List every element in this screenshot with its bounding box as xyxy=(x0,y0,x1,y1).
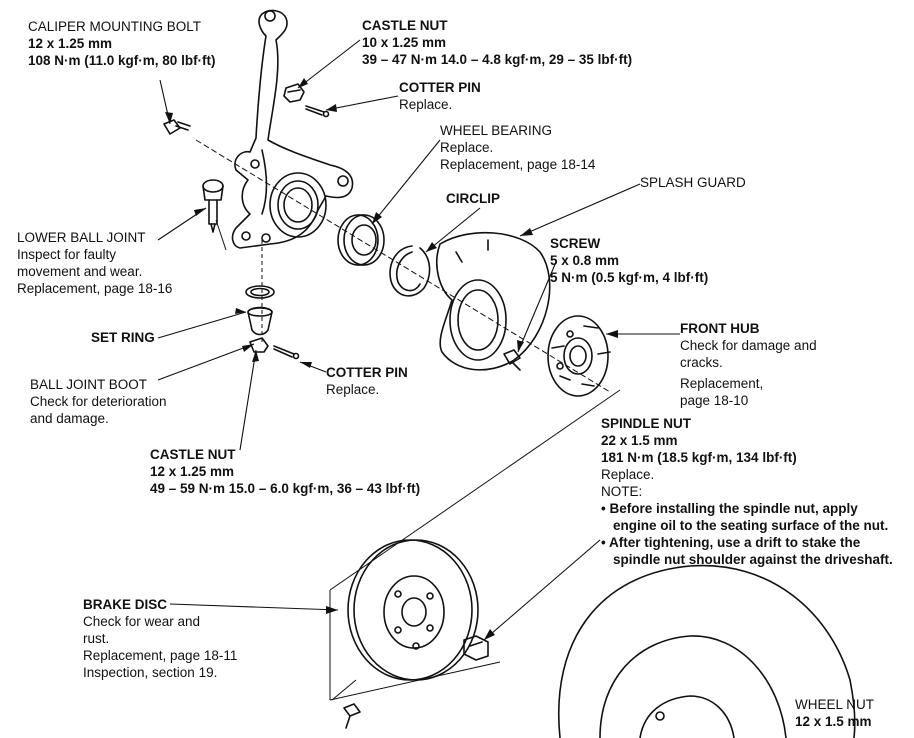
brake-disc-line2: rust. xyxy=(83,631,110,646)
cotter-pin-bottom-note: Replace. xyxy=(326,382,380,397)
wheel-nut-size: 12 x 1.5 mm xyxy=(795,714,872,729)
ball-joint-boot-label: BALL JOINT BOOT Check for deterioration … xyxy=(30,376,167,427)
splash-guard-title: SPLASH GUARD xyxy=(640,175,746,190)
lower-ball-joint-line3: Replacement, page 18-16 xyxy=(17,281,173,296)
screw-size: 5 x 0.8 mm xyxy=(550,253,620,268)
circlip-part xyxy=(389,245,431,297)
set-ring-part xyxy=(245,285,275,299)
cotter-pin-top-note: Replace. xyxy=(399,97,453,112)
guide-lines xyxy=(195,139,621,701)
steering-knuckle xyxy=(231,9,354,249)
caliper-bolt-part xyxy=(163,119,191,135)
wheel-nut-label: WHEEL NUT 12 x 1.5 mm xyxy=(795,696,874,730)
screw-part xyxy=(503,349,521,371)
spindle-nut-note-heading: NOTE: xyxy=(601,484,643,499)
disc-screw-part xyxy=(343,703,361,729)
spindle-nut-label: SPINDLE NUT 22 x 1.5 mm 181 N·m (18.5 kg… xyxy=(601,415,893,568)
lower-ball-joint-line1: Inspect for faulty xyxy=(17,247,117,262)
cotter-pin-bottom-title: COTTER PIN xyxy=(326,365,408,380)
circlip-title: CIRCLIP xyxy=(446,191,500,206)
wheel-bearing-line1: Replace. xyxy=(440,140,494,155)
brake-disc-label: BRAKE DISC Check for wear and rust. Repl… xyxy=(83,596,237,681)
castle-nut-bottom-part xyxy=(249,337,269,353)
tire-part xyxy=(558,564,856,738)
spindle-nut-part xyxy=(463,635,489,661)
castle-nut-bottom-title: CASTLE NUT xyxy=(150,447,236,462)
circlip-label: CIRCLIP xyxy=(446,190,500,207)
spindle-nut-note2b: spindle nut shoulder against the drivesh… xyxy=(613,552,893,567)
brake-disc-line3: Replacement, page 18-11 xyxy=(83,648,238,663)
brake-disc-line4: Inspection, section 19. xyxy=(83,665,218,680)
caliper-bolt-torque: 108 N·m (11.0 kgf·m, 80 lbf·ft) xyxy=(28,53,216,68)
front-hub-line2: cracks. xyxy=(680,355,723,370)
front-hub-line4: page 18-10 xyxy=(680,393,749,408)
castle-nut-top-size: 10 x 1.25 mm xyxy=(362,35,447,50)
wheel-nut-title: WHEEL NUT xyxy=(795,697,875,712)
spindle-nut-line1: Replace. xyxy=(601,467,655,482)
brake-disc-title: BRAKE DISC xyxy=(83,597,168,612)
splash-guard-part xyxy=(436,231,551,371)
lower-ball-joint-line2: movement and wear. xyxy=(17,264,143,279)
wheel-bearing-title: WHEEL BEARING xyxy=(440,123,553,138)
spindle-nut-note2a: • After tightening, use a drift to stake… xyxy=(601,535,861,550)
castle-nut-bottom-label: CASTLE NUT 12 x 1.25 mm 49 – 59 N·m 15.0… xyxy=(150,446,420,497)
screw-torque: 5 N·m (0.5 kgf·m, 4 lbf·ft) xyxy=(550,270,709,285)
lower-ball-joint-title: LOWER BALL JOINT xyxy=(17,230,146,245)
lower-ball-joint-part xyxy=(202,179,224,233)
front-hub-title: FRONT HUB xyxy=(680,321,760,336)
front-hub-line1: Check for damage and xyxy=(680,338,817,353)
castle-nut-bottom-size: 12 x 1.25 mm xyxy=(150,464,235,479)
screw-label: SCREW 5 x 0.8 mm 5 N·m (0.5 kgf·m, 4 lbf… xyxy=(550,235,708,286)
castle-nut-bottom-torque: 49 – 59 N·m 15.0 – 6.0 kgf·m, 36 – 43 lb… xyxy=(150,481,421,496)
spindle-nut-title: SPINDLE NUT xyxy=(601,416,692,431)
cotter-pin-bottom-part xyxy=(273,345,300,360)
wheel-bearing-label: WHEEL BEARING Replace. Replacement, page… xyxy=(440,122,595,173)
castle-nut-top-label: CASTLE NUT 10 x 1.25 mm 39 – 47 N·m 14.0… xyxy=(362,17,632,68)
cotter-pin-bottom-label: COTTER PIN Replace. xyxy=(326,364,408,398)
wheel-bearing-line2: Replacement, page 18-14 xyxy=(440,157,596,172)
cotter-pin-top-label: COTTER PIN Replace. xyxy=(399,79,481,113)
wheel-bearing-part xyxy=(337,214,385,266)
set-ring-title: SET RING xyxy=(91,330,155,345)
screw-title: SCREW xyxy=(550,236,601,251)
leader-arrowheads xyxy=(165,78,618,640)
ball-joint-boot-line1: Check for deterioration xyxy=(30,394,167,409)
cotter-pin-top-part xyxy=(305,105,330,118)
ball-joint-boot-title: BALL JOINT BOOT xyxy=(30,377,148,392)
castle-nut-top-torque: 39 – 47 N·m 14.0 – 4.8 kgf·m, 29 – 35 lb… xyxy=(362,52,633,67)
splash-guard-label: SPLASH GUARD xyxy=(640,174,746,191)
front-hub-line3: Replacement, xyxy=(680,376,764,391)
castle-nut-top-part xyxy=(283,83,305,103)
cotter-pin-top-title: COTTER PIN xyxy=(399,80,481,95)
spindle-nut-torque: 181 N·m (18.5 kgf·m, 134 lbf·ft) xyxy=(601,450,797,465)
lower-ball-joint-label: LOWER BALL JOINT Inspect for faulty move… xyxy=(17,229,172,297)
spindle-nut-note1b: engine oil to the seating surface of the… xyxy=(613,518,889,533)
brake-disc-part xyxy=(347,539,479,681)
castle-nut-top-title: CASTLE NUT xyxy=(362,18,448,33)
leader-lines xyxy=(157,39,680,641)
ball-joint-boot-part xyxy=(247,306,273,336)
front-hub-label: FRONT HUB Check for damage and cracks. R… xyxy=(680,320,817,409)
caliper-bolt-title: CALIPER MOUNTING BOLT xyxy=(28,19,202,34)
brake-disc-line1: Check for wear and xyxy=(83,614,201,629)
set-ring-label: SET RING xyxy=(91,329,155,346)
front-hub-part xyxy=(547,315,611,397)
spindle-nut-size: 22 x 1.5 mm xyxy=(601,433,678,448)
caliper-mounting-bolt-label: CALIPER MOUNTING BOLT 12 x 1.25 mm 108 N… xyxy=(28,18,216,69)
ball-joint-boot-line2: and damage. xyxy=(30,411,109,426)
spindle-nut-note1a: • Before installing the spindle nut, app… xyxy=(601,501,858,516)
caliper-bolt-size: 12 x 1.25 mm xyxy=(28,36,113,51)
